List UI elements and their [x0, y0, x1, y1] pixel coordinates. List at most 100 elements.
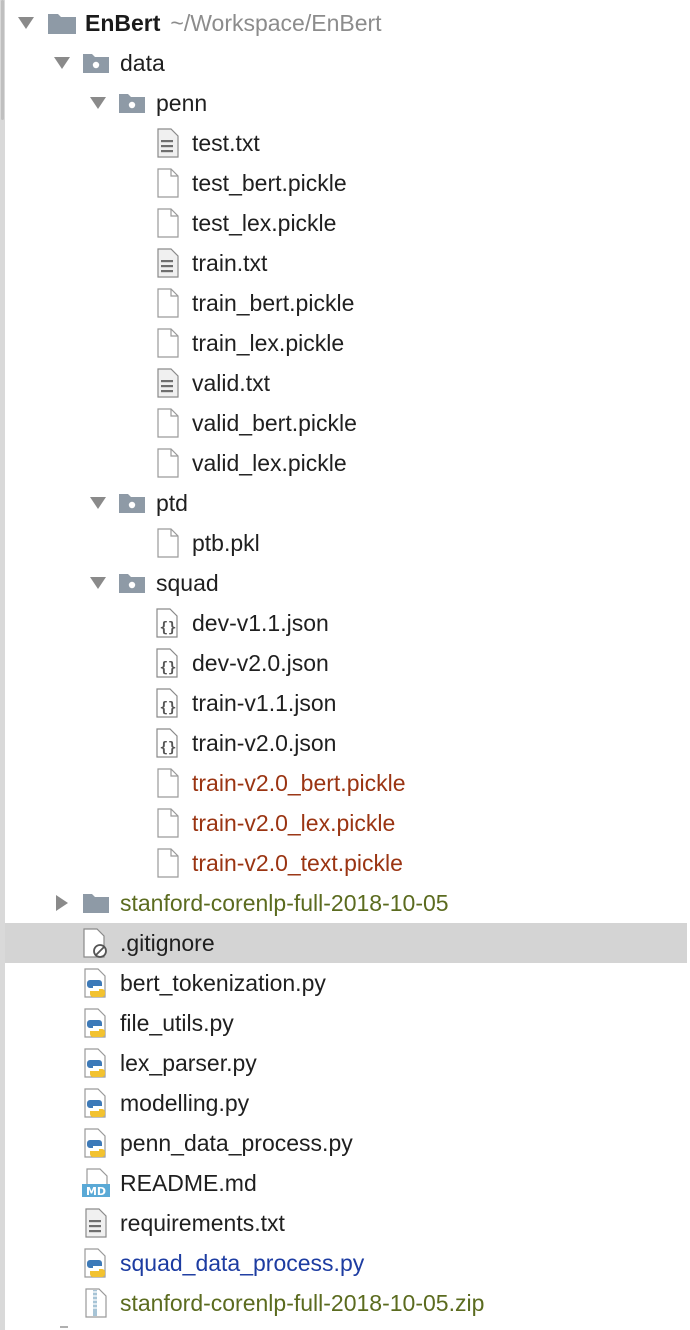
gitignore-file-icon — [81, 928, 111, 958]
file-icon — [153, 768, 183, 798]
file-icon — [153, 848, 183, 878]
text-file-icon — [153, 368, 183, 398]
file-label: requirements.txt — [120, 1209, 285, 1236]
folder-label: penn — [156, 89, 208, 116]
file-label: penn_data_process.py — [120, 1129, 353, 1156]
tree-row[interactable]: test.txt — [5, 123, 687, 163]
python-file-icon — [81, 1248, 111, 1278]
tree-row[interactable]: bert_tokenization.py — [5, 963, 687, 1003]
tree-row[interactable]: ptb.pkl — [5, 523, 687, 563]
file-icon — [153, 288, 183, 318]
file-label: train-v2.0_lex.pickle — [192, 809, 396, 836]
chevron-down-icon[interactable] — [87, 92, 109, 114]
file-label: valid_bert.pickle — [192, 409, 357, 436]
tree-row[interactable]: {} dev-v2.0.json — [5, 643, 687, 683]
tree-row[interactable]: stanford-corenlp-full-2018-10-05.zip — [5, 1283, 687, 1323]
file-icon — [153, 168, 183, 198]
file-label: test_lex.pickle — [192, 209, 337, 236]
tree-row[interactable]: modelling.py — [5, 1083, 687, 1123]
tree-row[interactable]: valid_bert.pickle — [5, 403, 687, 443]
tree-row[interactable]: .gitignore — [5, 923, 687, 963]
json-file-icon: {} — [153, 688, 183, 718]
tree-row-project-root[interactable]: EnBert ~/Workspace/EnBert — [5, 3, 687, 43]
svg-text:MD: MD — [86, 1185, 106, 1198]
chevron-down-icon[interactable] — [51, 52, 73, 74]
file-label: train-v2.0.json — [192, 729, 337, 756]
tree-row[interactable]: train_lex.pickle — [5, 323, 687, 363]
folder-label: squad — [156, 569, 219, 596]
tree-row[interactable]: file_utils.py — [5, 1003, 687, 1043]
tree-row[interactable]: data — [5, 43, 687, 83]
json-file-icon: {} — [153, 728, 183, 758]
tree-row[interactable]: squad_data_process.py — [5, 1243, 687, 1283]
folder-icon — [81, 888, 111, 918]
file-label: train-v1.1.json — [192, 689, 337, 716]
divider — [60, 1326, 68, 1328]
file-label: valid.txt — [192, 369, 270, 396]
python-file-icon — [81, 1048, 111, 1078]
file-icon — [153, 448, 183, 478]
scrollbar-gutter[interactable] — [0, 0, 5, 1330]
tree-row[interactable]: test_lex.pickle — [5, 203, 687, 243]
folder-icon — [117, 88, 147, 118]
folder-icon — [117, 488, 147, 518]
file-label: test.txt — [192, 129, 260, 156]
folder-label: data — [120, 49, 165, 76]
file-label: file_utils.py — [120, 1009, 234, 1036]
text-file-icon — [153, 248, 183, 278]
tree-row[interactable]: {} dev-v1.1.json — [5, 603, 687, 643]
python-file-icon — [81, 1088, 111, 1118]
project-name: EnBert — [85, 9, 161, 36]
tree-row[interactable]: squad — [5, 563, 687, 603]
svg-text:{}: {} — [160, 740, 177, 756]
tree-row[interactable]: valid_lex.pickle — [5, 443, 687, 483]
tree-row[interactable]: test_bert.pickle — [5, 163, 687, 203]
chevron-right-icon[interactable] — [51, 892, 73, 914]
python-file-icon — [81, 1008, 111, 1038]
file-label: dev-v2.0.json — [192, 649, 329, 676]
tree-row[interactable]: MD README.md — [5, 1163, 687, 1203]
file-label: test_bert.pickle — [192, 169, 347, 196]
tree-row[interactable]: ptd — [5, 483, 687, 523]
tree-row[interactable]: stanford-corenlp-full-2018-10-05 — [5, 883, 687, 923]
tree-row[interactable]: train-v2.0_lex.pickle — [5, 803, 687, 843]
folder-icon — [81, 48, 111, 78]
file-icon — [153, 528, 183, 558]
tree-row[interactable]: valid.txt — [5, 363, 687, 403]
chevron-down-icon[interactable] — [15, 12, 37, 34]
text-file-icon — [153, 128, 183, 158]
json-file-icon: {} — [153, 648, 183, 678]
file-label: README.md — [120, 1169, 257, 1196]
tree-row[interactable]: train.txt — [5, 243, 687, 283]
file-label: valid_lex.pickle — [192, 449, 347, 476]
tree-row[interactable]: {} train-v1.1.json — [5, 683, 687, 723]
file-label: train_bert.pickle — [192, 289, 355, 316]
tree-row[interactable]: penn — [5, 83, 687, 123]
tree-row[interactable]: train-v2.0_bert.pickle — [5, 763, 687, 803]
tree-row[interactable]: train-v2.0_text.pickle — [5, 843, 687, 883]
project-path: ~/Workspace/EnBert — [170, 9, 382, 36]
zip-archive-icon — [81, 1288, 111, 1318]
file-label: dev-v1.1.json — [192, 609, 329, 636]
chevron-down-icon[interactable] — [87, 572, 109, 594]
file-label: modelling.py — [120, 1089, 250, 1116]
python-file-icon — [81, 968, 111, 998]
project-tree[interactable]: EnBert ~/Workspace/EnBert data penn test.… — [5, 3, 687, 1323]
file-label: train_lex.pickle — [192, 329, 345, 356]
tree-row[interactable]: requirements.txt — [5, 1203, 687, 1243]
file-label: train.txt — [192, 249, 268, 276]
chevron-down-icon[interactable] — [87, 492, 109, 514]
file-label: bert_tokenization.py — [120, 969, 326, 996]
tree-row[interactable]: penn_data_process.py — [5, 1123, 687, 1163]
svg-text:{}: {} — [160, 700, 177, 716]
project-folder-icon — [47, 8, 77, 38]
json-file-icon: {} — [153, 608, 183, 638]
tree-row[interactable]: {} train-v2.0.json — [5, 723, 687, 763]
markdown-file-icon: MD — [81, 1168, 111, 1198]
tree-row[interactable]: lex_parser.py — [5, 1043, 687, 1083]
file-icon — [153, 408, 183, 438]
file-label: lex_parser.py — [120, 1049, 257, 1076]
tree-row[interactable]: train_bert.pickle — [5, 283, 687, 323]
file-label: squad_data_process.py — [120, 1249, 365, 1276]
python-file-icon — [81, 1128, 111, 1158]
